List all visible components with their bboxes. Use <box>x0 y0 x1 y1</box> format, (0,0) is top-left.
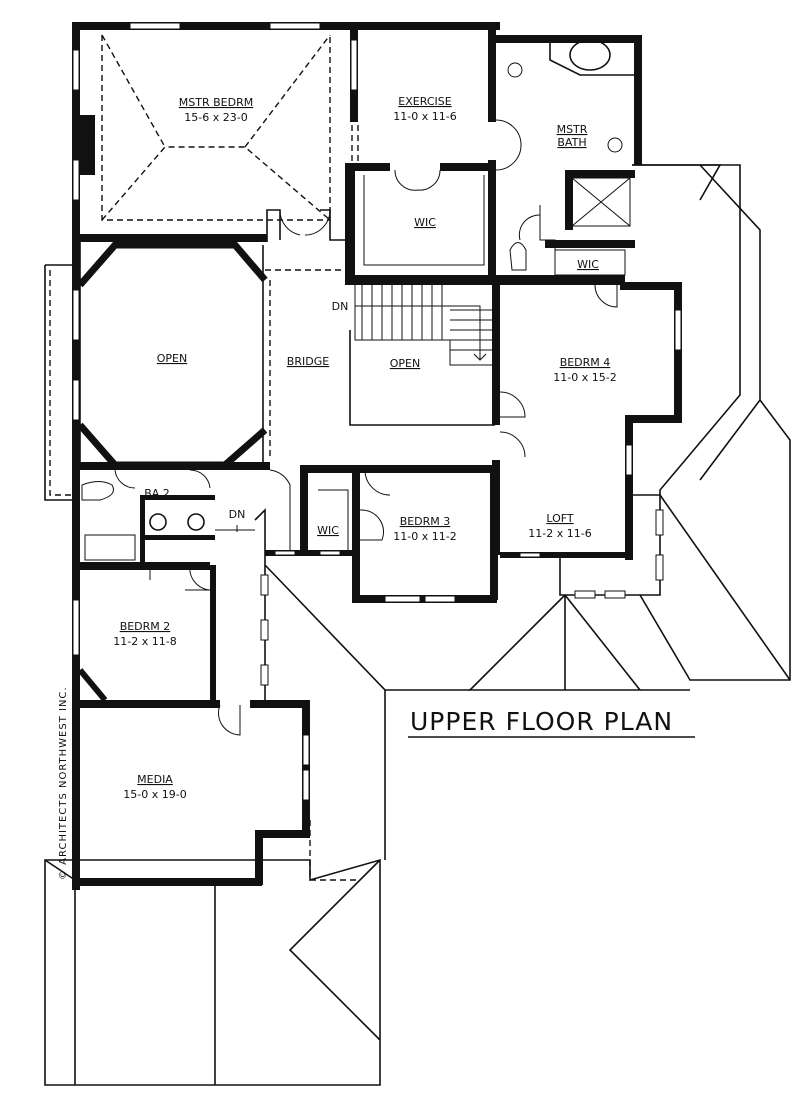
room-size-bedroom-4: 11-0 x 15-2 <box>553 371 616 384</box>
room-name-bridge: BRIDGE <box>287 355 329 368</box>
stair-open: DN OPEN <box>332 285 495 426</box>
room-name-open-left: OPEN <box>157 352 187 365</box>
bath-2: BA 2 DN <box>80 462 270 700</box>
plan-title: UPPER FLOOR PLAN <box>410 707 673 736</box>
room-name-open-stair: OPEN <box>390 357 420 370</box>
room-name-wic-master: WIC <box>414 216 436 229</box>
room-size-master-bedroom: 15-6 x 23-0 <box>184 111 247 124</box>
copyright-text: © ARCHITECTS NORTHWEST INC. <box>58 686 69 880</box>
room-size-bedroom-3: 11-0 x 11-2 <box>393 530 456 543</box>
room-name-bath-2: BA 2 <box>144 487 170 500</box>
exercise-room: EXERCISE 11-0 x 11-6 WIC <box>345 22 625 285</box>
room-name-master-bath-2: BATH <box>557 136 586 149</box>
loft: LOFT 11-2 x 11-6 <box>492 460 664 599</box>
room-size-exercise: 11-0 x 11-6 <box>393 110 456 123</box>
stair-dn-upper: DN <box>332 300 349 313</box>
bedroom-2: BEDRM 2 11-2 x 11-8 <box>72 564 216 705</box>
bedroom-3: WIC BEDRM 3 11-0 x 11-2 <box>265 465 500 603</box>
room-name-bedroom-4: BEDRM 4 <box>560 356 611 369</box>
media-room: MEDIA 15-0 x 19-0 <box>72 700 310 886</box>
room-size-bedroom-2: 11-2 x 11-8 <box>113 635 176 648</box>
room-size-media: 15-0 x 19-0 <box>123 788 186 801</box>
room-name-wic-bath: WIC <box>577 258 599 271</box>
room-name-master-bedroom: MSTR BEDRM <box>179 96 253 109</box>
room-name-loft: LOFT <box>546 512 574 525</box>
room-name-bedroom-3: BEDRM 3 <box>400 515 451 528</box>
room-name-bedroom-2: BEDRM 2 <box>120 620 171 633</box>
room-size-loft: 11-2 x 11-6 <box>528 527 591 540</box>
bedroom-4: BEDRM 4 11-0 x 15-2 <box>492 280 682 560</box>
room-name-master-bath-1: MSTR <box>557 123 588 136</box>
room-name-media: MEDIA <box>137 773 173 786</box>
master-bath: MSTR BATH WIC <box>496 35 642 308</box>
room-name-wic-bedroom-3: WIC <box>317 524 339 537</box>
stair-dn-lower: DN <box>229 508 246 521</box>
master-bedroom: MSTR BEDRM 15-6 x 23-0 <box>72 22 362 242</box>
room-name-exercise: EXERCISE <box>398 95 451 108</box>
